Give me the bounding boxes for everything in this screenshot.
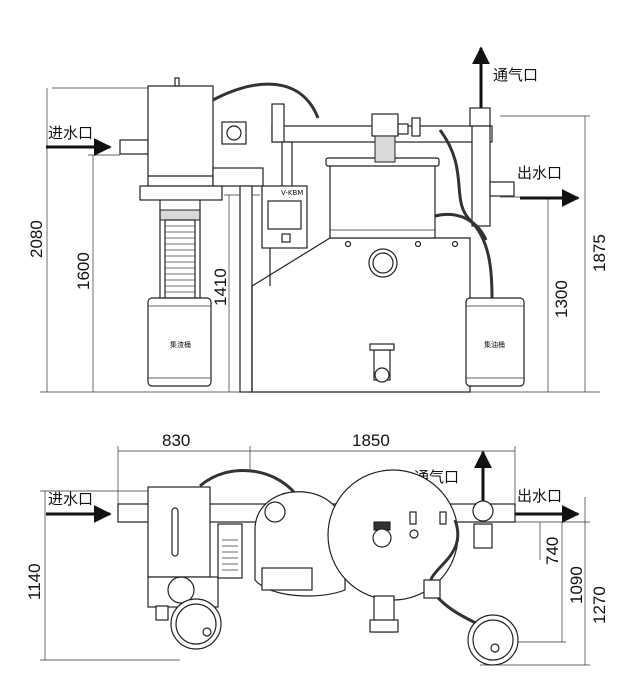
dim-front-total [46, 87, 150, 392]
top-vent-pipe [472, 500, 494, 522]
front-inlet-label: 进水口 [48, 124, 93, 142]
residue-bucket-label: 集渣桶 [170, 340, 191, 349]
dim-1875: 1875 [590, 234, 609, 272]
top-oil-bucket [467, 614, 519, 666]
front-screw-top [159, 209, 201, 221]
front-separator-housing [147, 85, 214, 187]
front-motor-box [221, 121, 247, 145]
dim-1270: 1270 [590, 586, 609, 624]
front-outlet-label: 出水口 [517, 164, 562, 182]
front-screw-body [164, 219, 196, 299]
top-residue-bucket [170, 598, 222, 650]
top-control-box [261, 567, 313, 591]
front-oil-bucket [465, 297, 525, 387]
front-vent-label: 通气口 [493, 66, 538, 84]
dim-740: 740 [543, 537, 562, 565]
front-hose [212, 82, 320, 119]
top-separator-housing [147, 486, 211, 578]
dim-2080: 2080 [27, 220, 46, 258]
dim-830: 830 [162, 431, 190, 450]
dim-1850: 1850 [352, 431, 390, 450]
front-mixer-motor [371, 113, 399, 137]
front-main-tank [251, 237, 471, 393]
top-view: 830 1850 1140 740 1090 1270 进水口 出水口 通气口 [25, 431, 609, 666]
front-vent-pipe [469, 107, 491, 127]
front-outlet-pipe [489, 181, 515, 197]
dim-1600: 1600 [74, 252, 93, 290]
dim-1140: 1140 [25, 563, 44, 600]
front-residue-bucket [147, 297, 212, 387]
front-view: 2080 1600 1410 1875 1300 进水口 [27, 46, 609, 393]
dim-1410: 1410 [211, 268, 230, 306]
front-upper-tank [329, 162, 436, 239]
top-inlet-label: 进水口 [48, 490, 93, 508]
dim-1090: 1090 [567, 566, 586, 604]
top-motor-panel [217, 523, 243, 579]
oil-bucket-label: 集油桶 [484, 340, 505, 349]
front-inlet-pipe [119, 139, 149, 155]
top-outlet-label: 出水口 [517, 487, 562, 505]
dim-front-outlet [500, 115, 590, 392]
control-box-label: V-KBM [281, 189, 303, 197]
dim-1300: 1300 [552, 280, 571, 318]
